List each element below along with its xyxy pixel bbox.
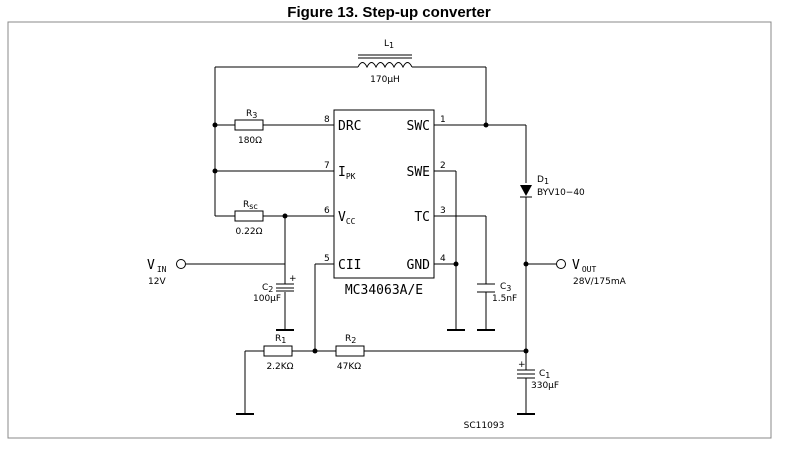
svg-text:+: + xyxy=(518,360,526,370)
component-ref: C2 xyxy=(262,283,273,294)
svg-text:+: + xyxy=(289,274,297,284)
component-value: 47KΩ xyxy=(337,362,361,372)
pin-name: TC xyxy=(414,210,430,225)
figure-title: Figure 13. Step-up converter xyxy=(287,4,491,21)
pin-name: DRC xyxy=(338,119,361,134)
pin-number: 8 xyxy=(324,115,330,125)
component-value: 1.5nF xyxy=(492,294,517,304)
pin-name: VCC xyxy=(338,210,356,226)
component-value: 2.2KΩ xyxy=(266,362,293,372)
junction-dots xyxy=(212,122,529,354)
component-ref: C1 xyxy=(539,369,550,380)
pin-name: IPK xyxy=(338,165,356,181)
component-value: 0.22Ω xyxy=(236,227,263,237)
wires xyxy=(186,66,556,414)
component-value: 180Ω xyxy=(238,136,262,146)
diode-d1: D1 BYV10−40 xyxy=(520,175,585,198)
resistor-r2: R2 47KΩ xyxy=(335,334,365,372)
component-ref: R2 xyxy=(345,334,356,345)
component-ref: Rsc xyxy=(243,200,258,211)
pin-name: GND xyxy=(407,258,431,273)
node-value: 28V/175mA xyxy=(573,277,627,287)
capacitor-c2: + C2 100μF xyxy=(253,274,297,304)
component-ref: L1 xyxy=(384,39,394,50)
resistor-rsc: Rsc 0.22Ω xyxy=(234,200,264,237)
ic-part-number: MC34063A/E xyxy=(345,283,423,298)
pin-name: SWC xyxy=(407,119,430,134)
inductor-l1: L1 170μH xyxy=(357,39,413,85)
component-ref: R3 xyxy=(246,109,257,120)
terminal-icon xyxy=(556,259,566,269)
pin-number: 3 xyxy=(440,206,446,216)
figure-frame xyxy=(7,21,772,439)
component-value: 330μF xyxy=(531,381,559,391)
node-value: 12V xyxy=(148,277,166,287)
capacitor-c3: C3 1.5nF xyxy=(477,282,517,304)
pin-name: SWE xyxy=(407,165,430,180)
pin-number: 2 xyxy=(440,161,446,171)
ic-mc34063: MC34063A/E 8 7 6 5 DRC IPK VCC CII 1 2 3… xyxy=(324,109,446,298)
pin-number: 4 xyxy=(440,254,446,264)
component-value: 100μF xyxy=(253,294,281,304)
component-ref: D1 xyxy=(537,175,549,186)
terminal-icon xyxy=(176,259,186,269)
ground-symbols xyxy=(236,329,535,415)
resistor-r1: R1 2.2KΩ xyxy=(263,334,294,372)
pin-number: 1 xyxy=(440,115,446,125)
figure-code: SC11093 xyxy=(464,421,505,431)
pin-number: 6 xyxy=(324,206,330,216)
pin-number: 5 xyxy=(324,254,330,264)
resistor-r3: R3 180Ω xyxy=(234,109,264,146)
component-value: BYV10−40 xyxy=(537,188,585,198)
ic-body xyxy=(333,109,435,279)
pin-name: CII xyxy=(338,258,361,273)
component-ref: R1 xyxy=(275,334,286,345)
component-ref: C3 xyxy=(500,282,511,293)
capacitor-c1: + C1 330μF xyxy=(517,360,559,391)
pin-number: 7 xyxy=(324,161,330,171)
component-value: 170μH xyxy=(370,75,400,85)
